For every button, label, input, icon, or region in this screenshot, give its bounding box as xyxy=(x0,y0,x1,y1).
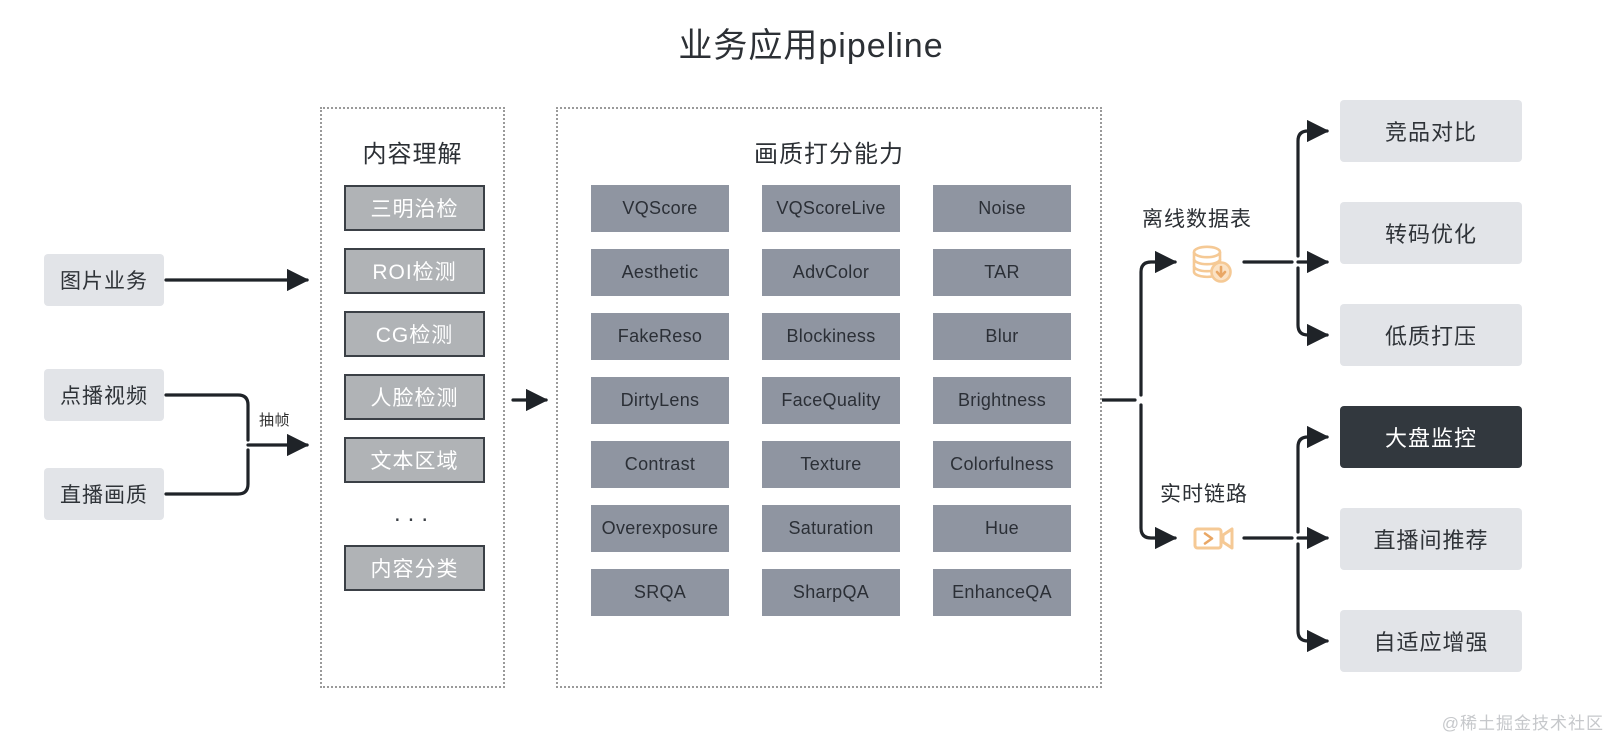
input-chip-vod-video[interactable]: 点播视频 xyxy=(44,369,164,421)
score-cell[interactable]: Blockiness xyxy=(762,313,900,360)
edge-label-extract-frame: 抽帧 xyxy=(259,412,291,429)
output-chip-live-room-recommend[interactable]: 直播间推荐 xyxy=(1340,508,1522,570)
score-cell[interactable]: Saturation xyxy=(762,505,900,552)
score-cell[interactable]: Brightness xyxy=(933,377,1071,424)
understanding-item-content-classify[interactable]: 内容分类 xyxy=(344,545,485,591)
score-cell[interactable]: SRQA xyxy=(591,569,729,616)
score-cell[interactable]: Noise xyxy=(933,185,1071,232)
score-cell[interactable]: Contrast xyxy=(591,441,729,488)
score-cell[interactable]: Colorfulness xyxy=(933,441,1071,488)
output-chip-low-quality-suppress[interactable]: 低质打压 xyxy=(1340,304,1522,366)
page-title: 业务应用pipeline xyxy=(678,27,944,65)
output-chip-competitor-compare[interactable]: 竞品对比 xyxy=(1340,100,1522,162)
score-cell[interactable]: AdvColor xyxy=(762,249,900,296)
score-cell[interactable]: VQScoreLive xyxy=(762,185,900,232)
score-cell[interactable]: Hue xyxy=(933,505,1071,552)
output-chip-transcode-optimize[interactable]: 转码优化 xyxy=(1340,202,1522,264)
understanding-item-sandwich-detect[interactable]: 三明治检 xyxy=(344,185,485,231)
score-cell[interactable]: EnhanceQA xyxy=(933,569,1071,616)
content-understanding-list: 三明治检 ROI检测 CG检测 人脸检测 文本区域 ... 内容分类 xyxy=(344,185,485,591)
input-chip-image-business[interactable]: 图片业务 xyxy=(44,254,164,306)
score-cell[interactable]: FaceQuality xyxy=(762,377,900,424)
understanding-item-face-detect[interactable]: 人脸检测 xyxy=(344,374,485,420)
branch-label-realtime-link: 实时链路 xyxy=(1160,483,1248,506)
score-cell[interactable]: Overexposure xyxy=(591,505,729,552)
panel-title-content-understanding: 内容理解 xyxy=(362,141,463,168)
output-chip-dashboard-monitor[interactable]: 大盘监控 xyxy=(1340,406,1522,468)
input-chip-live-quality[interactable]: 直播画质 xyxy=(44,468,164,520)
database-download-icon xyxy=(1188,241,1234,287)
branch-label-offline-data-table: 离线数据表 xyxy=(1142,208,1252,231)
score-cell[interactable]: FakeReso xyxy=(591,313,729,360)
score-cell[interactable]: TAR xyxy=(933,249,1071,296)
understanding-item-text-region[interactable]: 文本区域 xyxy=(344,437,485,483)
understanding-item-roi-detect[interactable]: ROI检测 xyxy=(344,248,485,294)
quality-scoring-grid: VQScore VQScoreLive Noise Aesthetic AdvC… xyxy=(591,185,1071,616)
score-cell[interactable]: DirtyLens xyxy=(591,377,729,424)
output-chip-adaptive-enhance[interactable]: 自适应增强 xyxy=(1340,610,1522,672)
understanding-item-cg-detect[interactable]: CG检测 xyxy=(344,311,485,357)
video-camera-icon xyxy=(1191,515,1237,561)
watermark: @稀土掘金技术社区 xyxy=(1441,714,1604,733)
score-cell[interactable]: SharpQA xyxy=(762,569,900,616)
score-cell[interactable]: Texture xyxy=(762,441,900,488)
panel-quality-scoring: 画质打分能力 VQScore VQScoreLive Noise Aesthet… xyxy=(556,107,1102,688)
understanding-ellipsis: ... xyxy=(393,500,435,527)
panel-title-quality-scoring: 画质打分能力 xyxy=(754,141,904,168)
score-cell[interactable]: VQScore xyxy=(591,185,729,232)
score-cell[interactable]: Aesthetic xyxy=(591,249,729,296)
panel-content-understanding: 内容理解 三明治检 ROI检测 CG检测 人脸检测 文本区域 ... 内容分类 xyxy=(320,107,505,688)
score-cell[interactable]: Blur xyxy=(933,313,1071,360)
